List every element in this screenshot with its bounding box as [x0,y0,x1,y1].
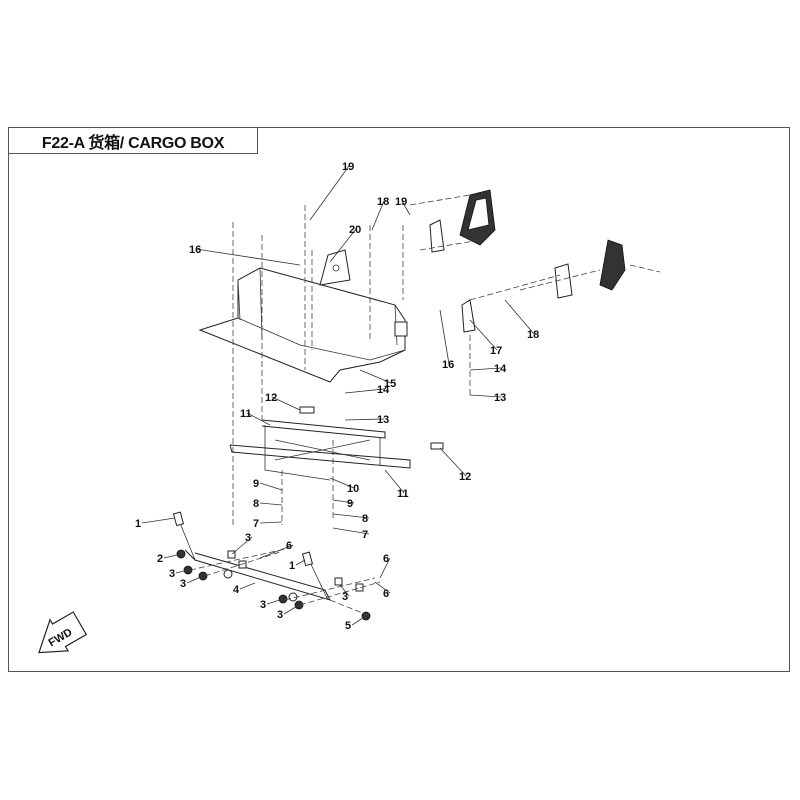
part-callout-7: 7 [362,529,368,541]
part-callout-3: 3 [342,591,348,603]
callout-leader-line [271,396,301,411]
part-callout-17: 17 [490,345,502,357]
callout-leader-line [344,388,385,394]
callout-leader-line [351,615,367,626]
part-callout-2: 2 [157,553,163,565]
part-callout-14: 14 [494,363,507,375]
part-callout-19: 19 [395,196,407,208]
part-callout-11: 11 [240,408,252,420]
part-callout-6: 6 [383,553,389,565]
callout-leader-line [384,469,405,494]
callout-leader-line [141,517,176,524]
callout-leader-line [175,569,189,574]
part-callout-18: 18 [377,196,389,208]
part-callout-18: 18 [527,329,539,341]
callout-leader-line [266,598,284,605]
part-callout-3: 3 [180,578,186,590]
diagram-frame [8,127,790,672]
callout-leader-line [332,513,370,519]
part-callout-1: 1 [135,518,141,530]
callout-leader-line [344,418,385,421]
callout-leader-line [259,521,283,524]
callout-leader-line [246,412,271,426]
callout-leader-line [374,581,391,594]
part-callout-13: 13 [494,392,506,404]
callout-leader-line [329,477,355,489]
callout-leader-line [259,544,294,559]
part-callout-16: 16 [189,244,201,256]
cargo-box-panel [198,267,408,383]
callout-leader-line [163,553,182,559]
side-bracket-lower [461,239,626,333]
callout-leader-line [309,165,350,221]
callout-leader-line [359,369,392,384]
callout-leader-line [295,559,306,566]
part-callout-11: 11 [397,488,409,500]
part-callout-3: 3 [245,532,251,544]
callout-leader-line [186,575,204,584]
callout-leader-line [439,447,467,477]
part-callout-4: 4 [233,584,240,596]
fwd-arrow-icon: FWD [38,611,88,654]
part-callout-13: 13 [377,414,389,426]
center-bracket [319,249,351,286]
callout-leader-line [469,319,498,351]
part-callout-9: 9 [347,498,353,510]
callout-leader-line [401,200,411,216]
callout-leader-line [469,394,502,398]
callout-leader-line [231,536,253,555]
part-callout-8: 8 [362,513,368,525]
part-callout-12: 12 [265,392,277,404]
assembly-lines [232,194,661,525]
part-callout-6: 6 [286,540,292,552]
side-bracket-upper [429,189,496,253]
callout-leader-line [259,482,283,491]
part-callout-19: 19 [342,161,354,173]
callout-leader-line [329,228,357,263]
callout-leader-line [439,309,450,365]
callout-leader-line [371,200,385,231]
part-callout-3: 3 [277,609,283,621]
part-callout-6: 6 [383,588,389,600]
callout-leader-line [332,527,370,535]
part-callout-8: 8 [253,498,259,510]
stabilizer-bar [172,511,381,621]
part-callout-1: 1 [289,560,295,572]
callout-leader-line [339,584,350,597]
callout-leader-line [379,557,391,579]
callout-leader-line [332,499,355,504]
part-callout-3: 3 [169,568,175,580]
callout-leader-line [283,604,300,615]
callout-leader-line [469,367,502,371]
part-callout-10: 10 [347,483,359,495]
part-callout-16: 16 [442,359,454,371]
part-callout-3: 3 [260,599,266,611]
part-callout-15: 15 [384,378,396,390]
part-callout-9: 9 [253,478,259,490]
page-title: F22-A 货箱/ CARGO BOX [8,127,258,154]
part-callout-7: 7 [253,518,259,530]
callout-leader-line [239,582,256,590]
part-callout-14: 14 [377,384,390,396]
callout-leader-line [504,299,535,335]
part-callout-20: 20 [349,224,361,236]
callout-leader-line [195,248,301,266]
part-callout-12: 12 [459,471,471,483]
callout-leader-line [259,502,283,506]
part-callout-5: 5 [345,620,351,632]
